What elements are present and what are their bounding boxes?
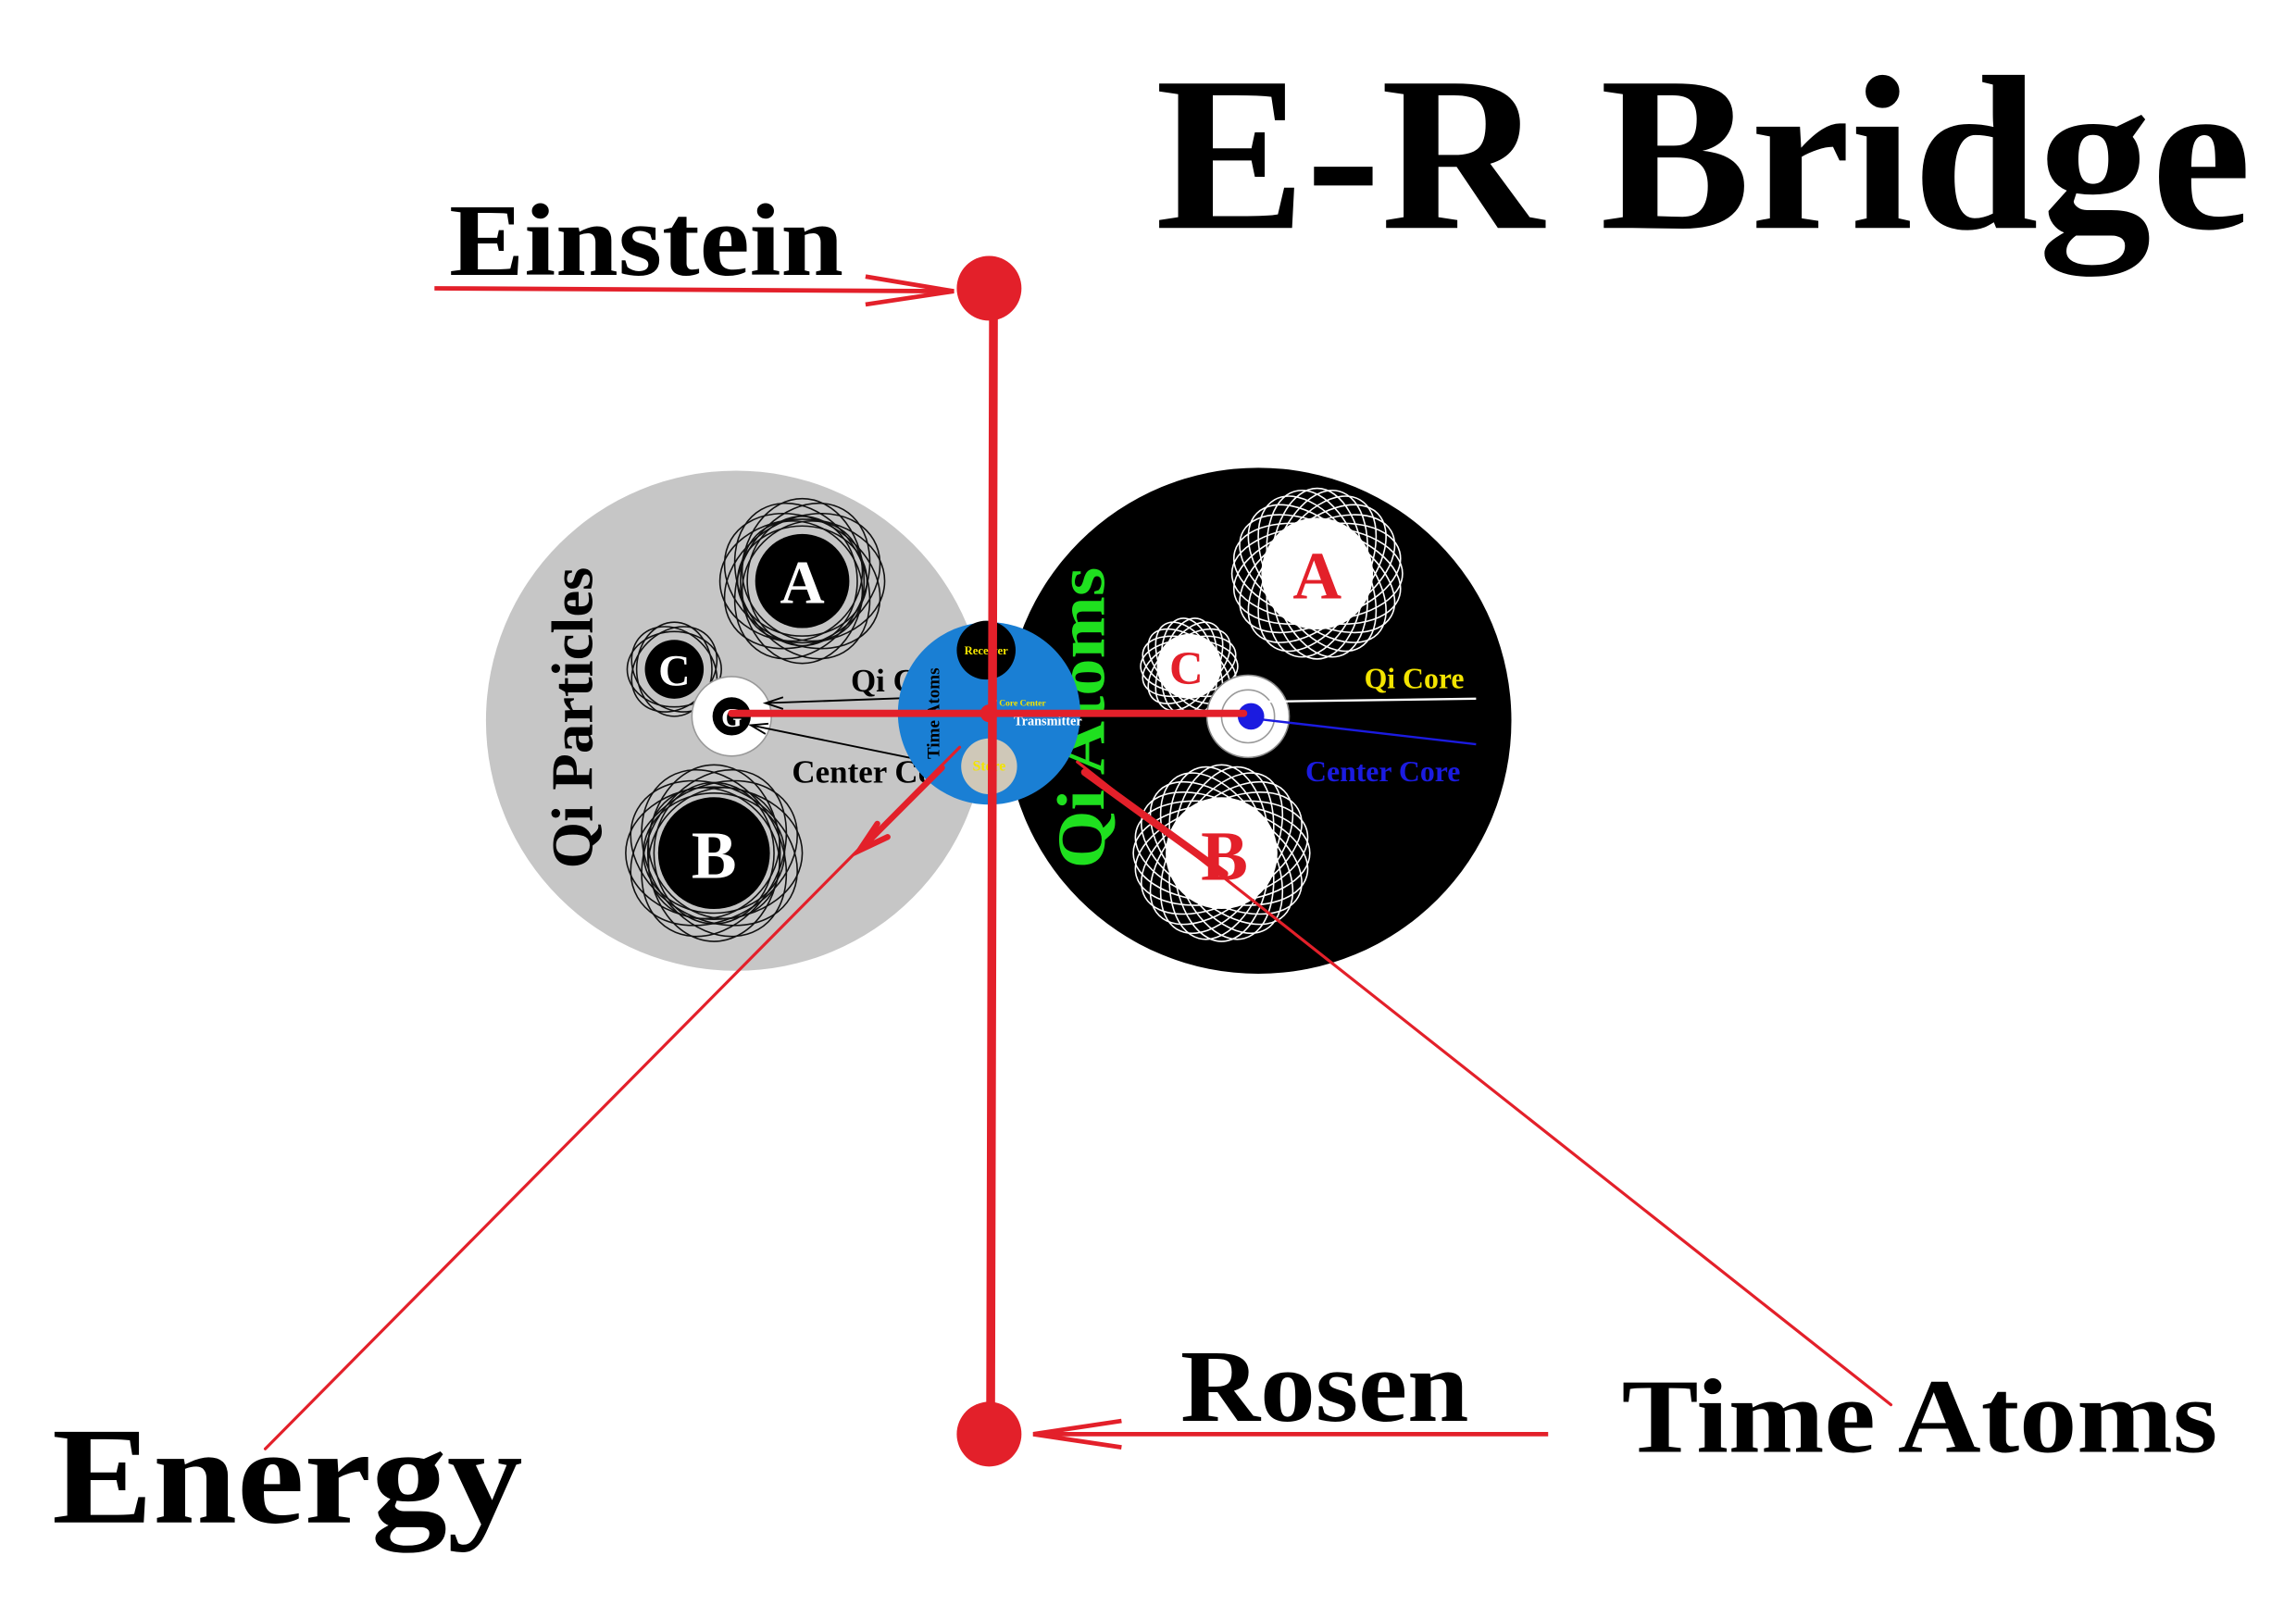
einstein-label: Einstein — [449, 184, 843, 298]
bridge-lines — [263, 283, 1893, 1450]
qi-core-pointer-right — [1268, 697, 1477, 703]
particle-a-label: A — [780, 550, 824, 617]
atom-core-dot — [1237, 703, 1265, 730]
orbit-ring — [630, 779, 798, 927]
orbit-ring — [736, 525, 868, 637]
center-core-pointer-right — [1259, 717, 1477, 746]
page-title: E-R Bridge — [1155, 31, 2252, 276]
center-core-label-left: Center Co — [792, 753, 934, 790]
energy-pointer-line — [263, 745, 962, 1450]
atom-a-label: A — [1292, 539, 1341, 614]
orbit-ring — [626, 630, 722, 708]
atom-c — [1156, 633, 1222, 699]
particle-c-label: C — [658, 648, 690, 696]
particle-b-label: B — [692, 818, 737, 893]
time-atoms-pointer-thick — [1080, 768, 1229, 877]
receiver-node — [956, 620, 1016, 680]
orbit-ring — [647, 787, 780, 920]
rosen-endpoint-dot — [956, 1401, 1022, 1467]
qi-core-label-right: Qi Core — [1365, 663, 1465, 695]
bridge-vertical-line — [986, 283, 998, 1439]
particle-a — [755, 533, 850, 629]
qi-particles-label: Qi Particles — [539, 567, 605, 869]
bridge-center-dot — [980, 704, 998, 723]
energy-pointer-arrowhead — [851, 765, 945, 858]
receiver-label: Receiver — [965, 644, 1009, 657]
orbit-ring — [646, 764, 781, 942]
center-core-pointer — [747, 722, 931, 764]
energy-label: Energy — [52, 1400, 523, 1553]
time-atoms-label: Time Atoms — [1622, 1357, 2218, 1475]
core-center-label: T Core Center — [992, 700, 1047, 709]
particle-g-label: G — [721, 704, 742, 733]
einstein-arrow — [434, 274, 955, 307]
atom-c-label: C — [1169, 642, 1204, 694]
center-core-label-right: Center Core — [1305, 755, 1460, 788]
orbit-ring — [635, 621, 713, 717]
orbit-ring — [625, 786, 804, 920]
orbit-ring — [641, 768, 788, 938]
orbit-ring — [746, 515, 858, 647]
orbit-ring — [741, 520, 864, 642]
orbit-ring — [718, 518, 886, 644]
orbit-ring — [647, 787, 780, 920]
atom-b-label: B — [1201, 817, 1248, 895]
transmitter-label: Transmitter — [1014, 714, 1082, 728]
orbit-ring — [641, 768, 788, 938]
particle-b — [657, 797, 770, 910]
rosen-arrow — [1032, 1418, 1549, 1450]
atom-a — [1261, 517, 1374, 630]
particle-c — [644, 640, 705, 699]
atom-b — [1166, 797, 1278, 910]
einstein-endpoint-dot — [956, 255, 1022, 321]
qi-atoms-circle: A C B Qi Core Center Core Qi Atoms — [1004, 467, 1512, 974]
orbit-rings — [625, 497, 886, 942]
orbit-ring — [630, 779, 798, 927]
orbit-ring — [653, 781, 775, 925]
orbit-ring — [643, 792, 786, 915]
orbit-ring — [740, 497, 866, 665]
orbit-ring — [741, 520, 864, 642]
rosen-label: Rosen — [1180, 1330, 1468, 1444]
